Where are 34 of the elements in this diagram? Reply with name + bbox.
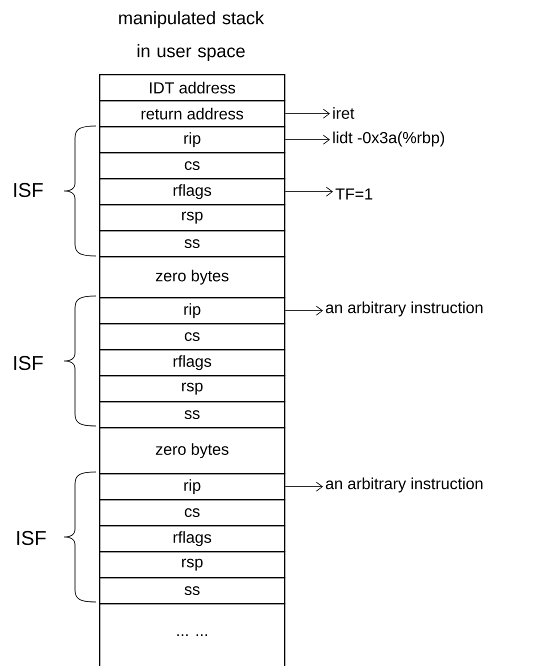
stack-cell: rsp (99, 375, 286, 402)
stack-cell: cs (99, 152, 286, 180)
stack-cell: rflags (99, 525, 286, 552)
stack-cell: cs (99, 323, 286, 350)
arrow (284, 482, 323, 492)
stack-cell: zero bytes (99, 427, 286, 474)
annotation-text: an arbitrary instruction (326, 302, 482, 316)
stack-cell: ss (99, 577, 286, 604)
annotation-text: iret (333, 107, 354, 119)
stack-cell: rsp (99, 204, 286, 232)
stack-cell: rip (99, 297, 286, 324)
stack-cell: ss (99, 230, 286, 258)
stack-cell: rflags (99, 349, 286, 376)
title: manipulated stack in user space (119, 11, 264, 61)
annotation-text: TF=1 (336, 188, 372, 200)
stack-cell: zero bytes (99, 256, 286, 298)
stack-cell: rflags (99, 178, 286, 206)
stack-cell: rip (99, 473, 286, 500)
bracket-label: ISF (17, 530, 46, 546)
stack-cell: IDT address (99, 74, 286, 102)
arrow (284, 134, 330, 145)
stack-cell: ... ... (99, 603, 286, 666)
annotation-text: an arbitrary instruction (326, 478, 482, 492)
bracket-label: ISF (14, 356, 43, 370)
bracket-label: ISF (14, 182, 43, 198)
stack-cell: cs (99, 499, 286, 526)
stack-cell: rip (99, 126, 286, 154)
stack-cell: return address (99, 100, 286, 128)
stack-cell: rsp (99, 551, 286, 578)
stack-cell: ss (99, 401, 286, 428)
arrow (284, 108, 330, 119)
arrow (284, 186, 333, 197)
arrow (284, 306, 323, 316)
annotation-text: lidt -0x3a(%rbp) (333, 132, 444, 146)
